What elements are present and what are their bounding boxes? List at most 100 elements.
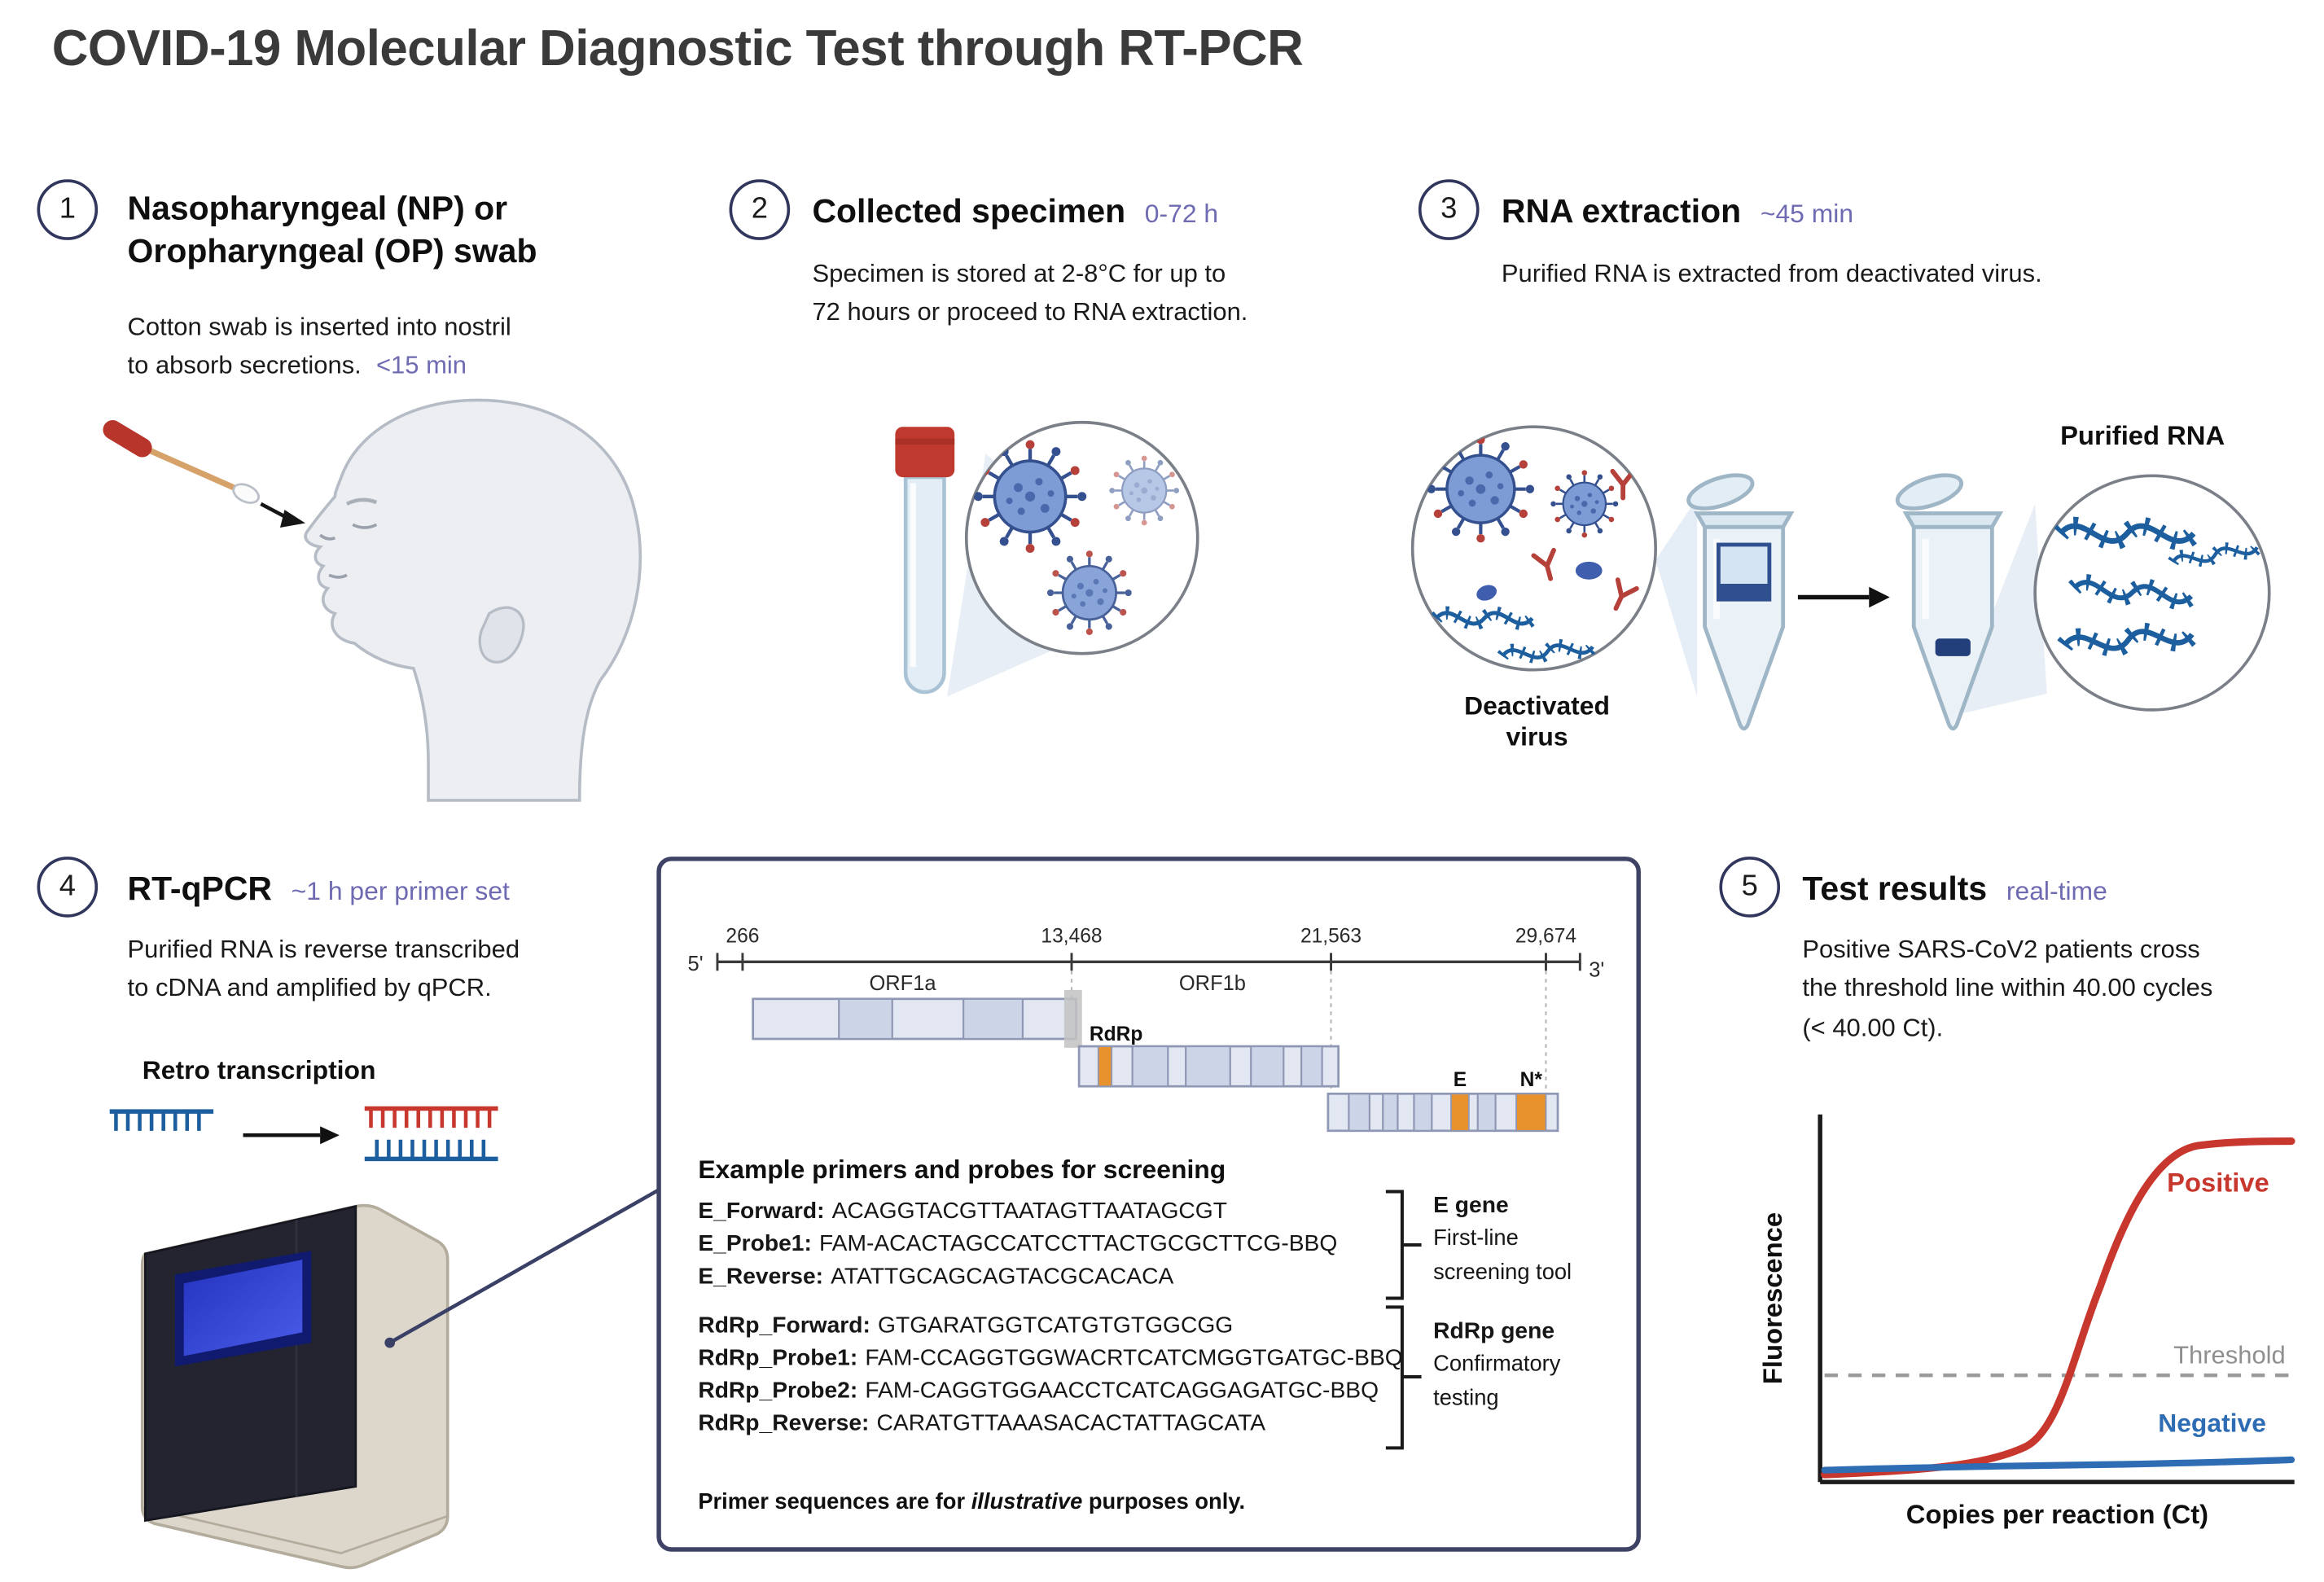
rdrp-gene-bracket (1385, 1305, 1422, 1450)
cdna-duplex-icon (364, 1106, 498, 1162)
step-1-title-line1: Nasopharyngeal (NP) or (127, 189, 508, 227)
primer-section-heading: Example primers and probes for screening (698, 1154, 1226, 1185)
protein-icon (1575, 561, 1603, 580)
step-2-duration: 0-72 h (1144, 198, 1219, 229)
primer-panel: 266 13,468 21,563 29,674 5' 3' ORF1a ORF… (656, 857, 1641, 1552)
collection-tube-icon (895, 427, 955, 695)
n-gene-label: N* (1520, 1069, 1543, 1091)
protein-icon (1476, 585, 1497, 601)
y-axis-label: Fluorescence (1757, 1212, 1787, 1384)
step-2-title: Collected specimen (812, 192, 1126, 230)
step-1-number: 1 (59, 192, 76, 226)
step-3-title: RNA extraction (1501, 192, 1742, 230)
step-2-number: 2 (751, 192, 768, 226)
pcr-machine-illustration (140, 1203, 449, 1570)
positive-curve (1821, 1137, 2295, 1479)
orf1b-label: ORF1b (1179, 972, 1246, 995)
step-1-badge: 1 (37, 179, 99, 240)
genome-tick-21563: 21,563 (1300, 926, 1362, 948)
step-1-desc-line2: to absorb secretions. <15 min (128, 348, 511, 387)
step-3-description: Purified RNA is extracted from deactivat… (1501, 259, 2042, 288)
step-1-duration: <15 min (375, 352, 467, 380)
e-gene-annotation-line1: First-line (1433, 1225, 1519, 1251)
rna-extraction-illustration (1410, 425, 2271, 775)
step-4-description: Purified RNA is reverse transcribed to c… (128, 931, 520, 1009)
step-5-desc-line1: Positive SARS-CoV2 patients cross (1802, 935, 2200, 964)
step-3-duration: ~45 min (1760, 198, 1854, 229)
step-5-title: Test results (1802, 870, 1988, 907)
deactivated-virus-contents (1427, 436, 1637, 661)
rna-pellet-tube-icon (1893, 468, 2000, 728)
rna-comb-icon (109, 1109, 214, 1131)
swab-icon (103, 420, 260, 504)
genome-map: 266 13,468 21,563 29,674 5' 3' ORF1a ORF… (688, 926, 1604, 1133)
step-4-desc-line1: Purified RNA is reverse transcribed (127, 935, 520, 964)
rdrp-gene-annotation-line2: testing (1433, 1385, 1499, 1411)
three-prime-label: 3' (1589, 959, 1604, 982)
retro-transcription-illustration (109, 1106, 498, 1162)
step-2-desc-line1: Specimen is stored at 2-8°C for up to (812, 259, 1226, 288)
primer-row-e-reverse: E_Reverse:ATATTGCAGCAGTACGCACACA (698, 1264, 1174, 1290)
positive-label: Positive (2167, 1167, 2269, 1197)
primer-disclaimer: Primer sequences are for illustrative pu… (698, 1489, 1246, 1515)
zoom-wedge (1655, 497, 1698, 697)
step-2-desc-line2: 72 hours or proceed to RNA extraction. (812, 298, 1248, 327)
specimen-illustration (895, 420, 1199, 697)
primer-row-rdrp-reverse: RdRp_Reverse:CARATGTTAAASACACTATTAGCATA (698, 1410, 1266, 1436)
e-segment (1450, 1093, 1470, 1132)
e-gene-label: E (1454, 1069, 1467, 1091)
five-prime-label: 5' (688, 953, 704, 975)
primer-row-rdrp-probe1: RdRp_Probe1:FAM-CCAGGTGGWACRTCATCMGGTGAT… (698, 1345, 1403, 1371)
extraction-arrow-icon (1797, 586, 1890, 608)
rdrp-gene-annotation: RdRp gene Confirmatory testing (1433, 1315, 1560, 1416)
retro-arrow-icon (243, 1126, 340, 1145)
deactivated-virus-label: Deactivated virus (1426, 690, 1648, 752)
step-1-description: Cotton swab is inserted into nostril to … (128, 309, 511, 387)
swab-head-illustration (103, 398, 642, 802)
ear-icon (478, 606, 525, 664)
primer-row-rdrp-probe2: RdRp_Probe2:FAM-CAGGTGGAACCTCATCAGGAGATG… (698, 1378, 1379, 1404)
primer-row-e-probe1: E_Probe1:FAM-ACACTAGCCATCCTTACTGCGCTTCG-… (698, 1231, 1338, 1257)
step-2-description: Specimen is stored at 2-8°C for up to 72… (812, 255, 1248, 333)
step-5-description: Positive SARS-CoV2 patients cross the th… (1802, 931, 2212, 1048)
step-3-header: RNA extraction ~45 min (1502, 190, 1853, 233)
genome-tick-29674: 29,674 (1515, 926, 1576, 948)
step-5-duration: real-time (2006, 875, 2107, 906)
e-gene-annotation-title: E gene (1433, 1193, 1509, 1219)
step-1-desc-line1: Cotton swab is inserted into nostril (127, 313, 511, 341)
rdrp-gene-annotation-title: RdRp gene (1433, 1318, 1555, 1344)
rdrp-gene-label: RdRp (1090, 1023, 1142, 1045)
step-4-duration: ~1 h per primer set (291, 875, 510, 906)
e-gene-annotation: E gene First-line screening tool (1433, 1189, 1572, 1290)
orf1a-bar (752, 997, 1077, 1041)
step-3-number: 3 (1440, 192, 1458, 226)
step-3-badge: 3 (1418, 179, 1480, 240)
page-title: COVID-19 Molecular Diagnostic Test throu… (51, 20, 1304, 77)
e-gene-annotation-line2: screening tool (1433, 1259, 1572, 1285)
step-5-badge: 5 (1719, 857, 1781, 918)
step-4-title: RT-qPCR (127, 870, 273, 907)
step-4-desc-line2: to cDNA and amplified by qPCR. (127, 974, 492, 1003)
step-5-number: 5 (1741, 870, 1758, 903)
n-segment (1515, 1093, 1547, 1132)
rdrp-gene-annotation-line1: Confirmatory (1433, 1352, 1561, 1378)
step-1-desc-line2-text: to absorb secretions. (127, 352, 362, 380)
purified-rna-label: Purified RNA (2060, 420, 2225, 451)
rdrp-segment (1097, 1045, 1113, 1088)
step-4-number: 4 (59, 870, 76, 903)
step-5-desc-line2: the threshold line within 40.00 cycles (1802, 974, 2213, 1003)
step-2-badge: 2 (729, 179, 791, 240)
x-axis-label: Copies per reaction (Ct) (1906, 1499, 2208, 1529)
amplification-chart: Fluorescence Copies per reaction (Ct) Th… (1757, 1114, 2295, 1529)
primer-row-e-forward: E_Forward:ACAGGTACGTTAATAGTTAATAGCGT (698, 1199, 1227, 1225)
deactivated-virus-circle (1410, 425, 1657, 672)
head-profile-icon (304, 398, 642, 802)
threshold-label: Threshold (2173, 1341, 2286, 1369)
genome-tick-266: 266 (726, 926, 759, 948)
step-5-header: Test results real-time (1802, 867, 2107, 910)
step-5-desc-line3: (< 40.00 Ct). (1802, 1013, 1944, 1042)
retro-transcription-label: Retro transcription (142, 1054, 376, 1085)
step-1-title: Nasopharyngeal (NP) or Oropharyngeal (OP… (128, 186, 537, 273)
primer-row-rdrp-forward: RdRp_Forward:GTGARATGGTCATGTGTGGCGG (698, 1312, 1234, 1339)
